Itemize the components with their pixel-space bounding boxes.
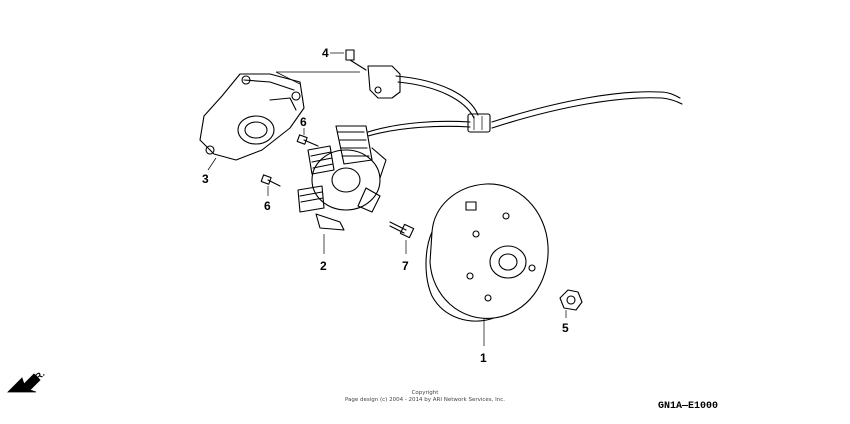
screw-6-upper: [296, 134, 319, 147]
leader-3: [207, 157, 217, 171]
wiring-harness: [367, 75, 683, 137]
screw-6-lower: [260, 174, 281, 187]
stator-assembly: [297, 125, 387, 231]
callout-3: 3: [202, 172, 209, 186]
diagram-code: GN1A—E1000: [658, 401, 718, 412]
front-arrow-icon: [7, 373, 41, 393]
stator-base-plate: [199, 73, 305, 161]
pulser-generator: [345, 49, 401, 99]
callout-2: 2: [320, 259, 327, 273]
flywheel-rotor: [425, 183, 549, 322]
callout-4: 4: [322, 46, 329, 60]
copyright-line-2: Page design (c) 2004 - 2014 by ARI Netwo…: [345, 397, 505, 403]
callout-5: 5: [562, 321, 569, 335]
callout-7: 7: [402, 259, 409, 273]
bolt-7: [389, 221, 415, 239]
flange-nut: [559, 289, 583, 311]
copyright-line-1: Copyright: [412, 390, 440, 396]
callout-1: 1: [480, 351, 487, 365]
wire-coupler: [467, 113, 491, 133]
callout-6-lower: 6: [264, 199, 271, 213]
callout-6-upper: 6: [300, 115, 307, 129]
bolt-4: [345, 49, 355, 61]
